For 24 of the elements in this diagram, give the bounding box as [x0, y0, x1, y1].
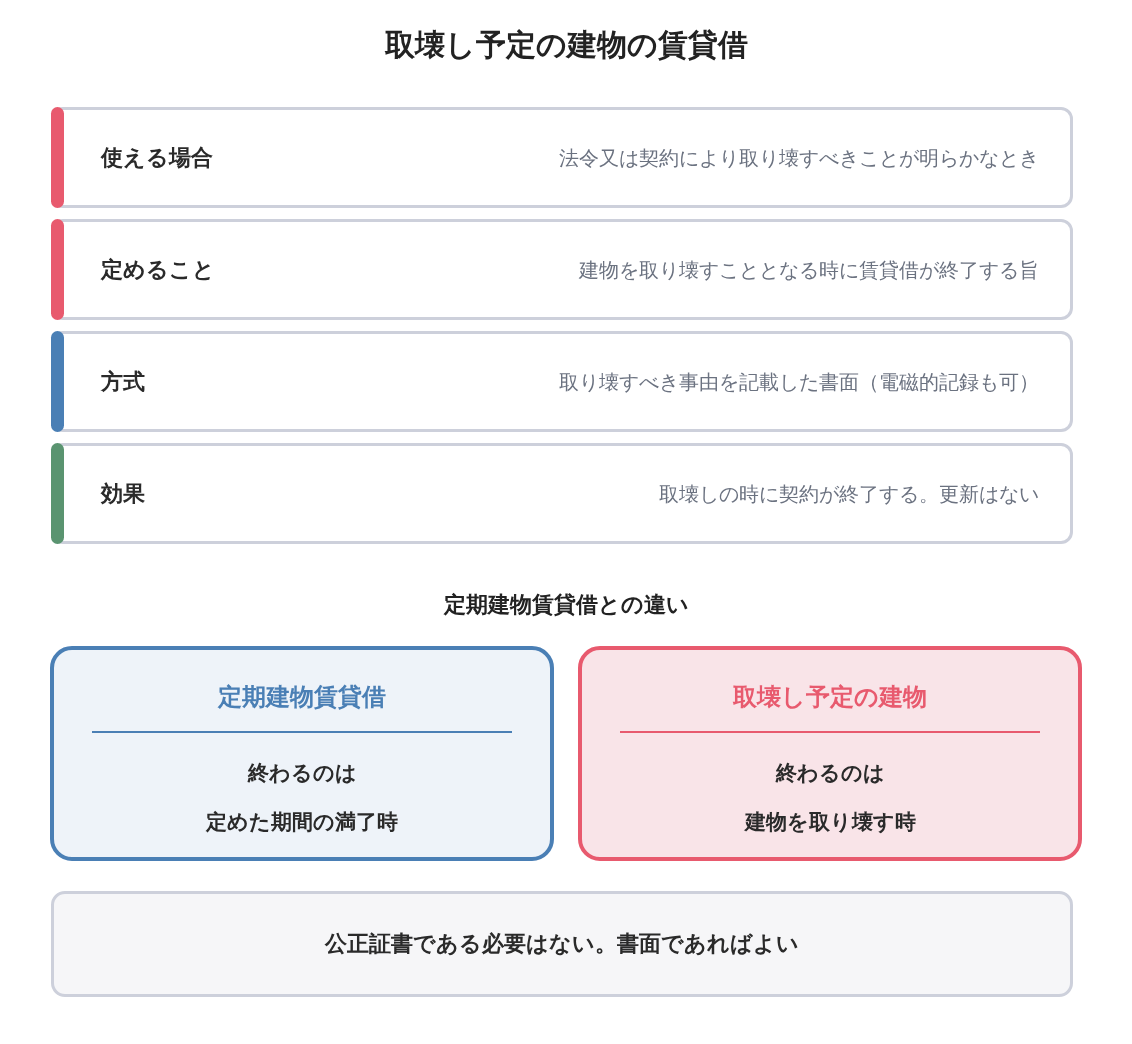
- row-description: 法令又は契約により取り壊すべきことが明らかなとき: [559, 145, 1039, 170]
- row-description: 取壊しの時に契約が終了する。更新はない: [659, 481, 1039, 506]
- card-text: 終わるのは: [775, 759, 885, 787]
- comparison-card: [578, 646, 1082, 861]
- row-card: [51, 443, 1073, 544]
- card-text: 定めた期間の満了時: [206, 808, 398, 836]
- card-heading: 定期建物賃貸借: [218, 682, 386, 712]
- row-card: [51, 331, 1073, 432]
- row-heading: 定めること: [101, 255, 215, 284]
- comparison-card: [50, 646, 554, 861]
- row-heading: 効果: [101, 479, 145, 508]
- row-heading: 方式: [101, 367, 145, 396]
- card-text: 建物を取り壊す時: [744, 808, 916, 836]
- row-card: [51, 219, 1073, 320]
- row-heading: 使える場合: [101, 143, 213, 172]
- card-heading: 取壊し予定の建物: [733, 682, 927, 712]
- row-card: [51, 107, 1073, 208]
- note-text: 公正証書である必要はない。書面であればよい: [325, 930, 799, 958]
- card-text: 終わるのは: [247, 759, 357, 787]
- row-description: 取り壊すべき事由を記載した書面（電磁的記録も可）: [559, 369, 1039, 394]
- title: 取壊し予定の建物の賃貸借: [384, 26, 748, 64]
- section-heading: 定期建物賃貸借との違い: [443, 591, 689, 619]
- row-description: 建物を取り壊すこととなる時に賃貸借が終了する旨: [579, 257, 1039, 282]
- note-card: [51, 891, 1073, 997]
